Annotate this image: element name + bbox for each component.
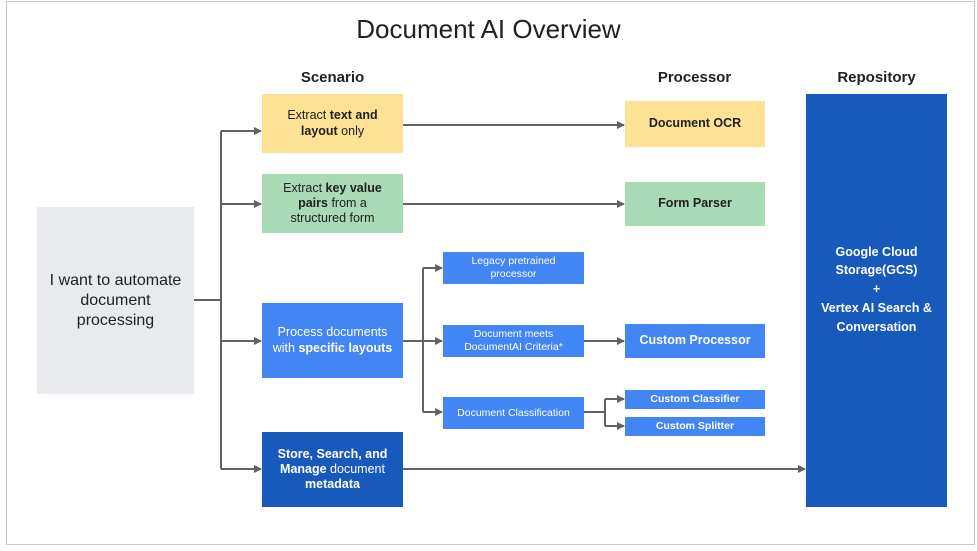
scenario-store-bold-2: Manage <box>280 461 327 476</box>
scenario-form-text-1: Extract <box>283 180 326 195</box>
option-meets-criteria: Document meets DocumentAI Criteria* <box>443 325 584 357</box>
scenario-ocr-bold-2: layout <box>300 123 338 138</box>
scenario-ocr-text-1: Extract <box>287 108 330 123</box>
scenario-extract-key-value: Extract key value pairs from a structure… <box>262 174 403 233</box>
column-header-processor: Processor <box>657 69 732 86</box>
option-legacy-text-1: Legacy pretrained <box>471 255 556 268</box>
processor-document-ocr: Document OCR <box>625 101 765 147</box>
processor-custom-splitter: Custom Splitter <box>625 417 765 436</box>
scenario-ocr-bold-1: text and <box>329 108 378 123</box>
processor-custom-processor: Custom Processor <box>625 324 765 358</box>
column-header-repository: Repository <box>837 69 916 86</box>
repository-gcs-vertex: Google Cloud Storage(GCS) + Vertex AI Se… <box>806 94 947 507</box>
scenario-form-text-2: from a <box>327 195 367 210</box>
repository-text-1: Google Cloud <box>835 244 918 259</box>
scenario-specific-layouts: Process documents with specific layouts <box>262 303 403 378</box>
option-document-classification: Document Classification <box>443 397 584 429</box>
option-legacy-pretrained: Legacy pretrained processor <box>443 252 584 284</box>
scenario-extract-text-layout: Extract text and layout only <box>262 94 403 153</box>
column-header-scenario: Scenario <box>300 69 365 86</box>
scenario-store-text: document <box>326 461 385 476</box>
scenario-form-bold-2: pairs <box>298 195 328 210</box>
diagram-title: Document AI Overview <box>356 14 621 44</box>
start-node: I want to automate document processing <box>37 207 194 394</box>
repository-text-4: Conversation <box>836 319 917 334</box>
scenario-store-bold-1: Store, Search, and <box>277 446 388 461</box>
diagram-frame <box>6 1 975 545</box>
processor-custom-classifier: Custom Classifier <box>625 390 765 409</box>
option-criteria-text-1: Document meets <box>473 328 554 341</box>
scenario-form-text-3: structured form <box>290 211 375 226</box>
scenario-ocr-text-2: only <box>337 123 365 138</box>
repository-plus: + <box>872 282 881 297</box>
start-line-1: I want to automate <box>49 271 182 289</box>
scenario-store-search-manage: Store, Search, and Manage document metad… <box>262 432 403 507</box>
processor-form-parser: Form Parser <box>625 182 765 226</box>
repository-text-2: Storage(GCS) <box>835 263 918 278</box>
start-line-2: document <box>80 291 151 309</box>
scenario-form-bold-1: key value <box>325 180 382 195</box>
scenario-specific-text-1: Process documents <box>277 325 388 340</box>
option-criteria-text-2: DocumentAI Criteria* <box>464 341 563 353</box>
scenario-specific-bold: specific layouts <box>298 340 393 355</box>
option-legacy-text-2: processor <box>490 268 537 280</box>
start-line-3: processing <box>76 311 155 329</box>
scenario-specific-text-2: with <box>272 340 299 355</box>
scenario-store-bold-3: metadata <box>305 477 360 492</box>
repository-text-3: Vertex AI Search & <box>821 300 932 315</box>
